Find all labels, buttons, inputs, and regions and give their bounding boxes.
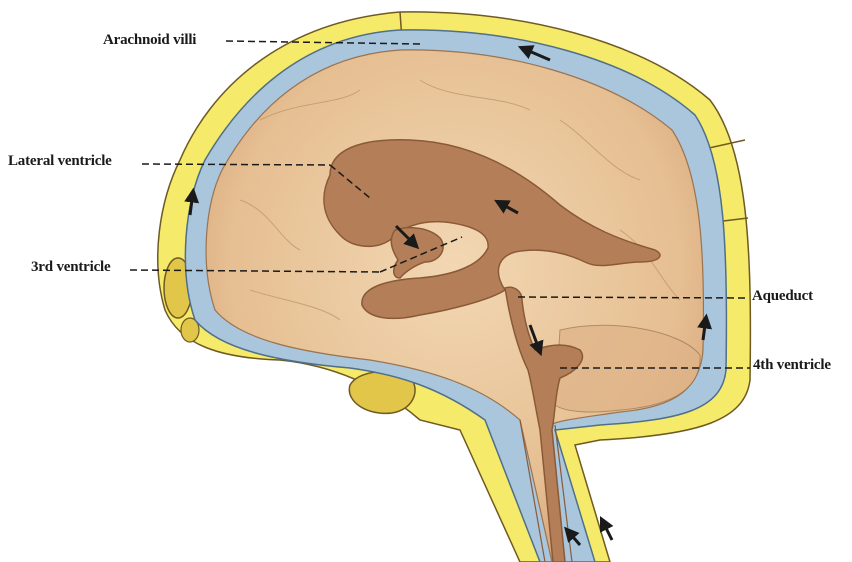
flow-arrow-spine-right (602, 520, 612, 540)
leader-lateral-ventricle (142, 164, 330, 165)
label-lateral-ventricle: Lateral ventricle (8, 153, 112, 170)
label-fourth-ventricle: 4th ventricle (753, 357, 831, 374)
label-arachnoid-villi: Arachnoid villi (103, 32, 196, 49)
label-aqueduct: Aqueduct (752, 288, 813, 305)
label-third-ventricle: 3rd ventricle (31, 259, 110, 276)
